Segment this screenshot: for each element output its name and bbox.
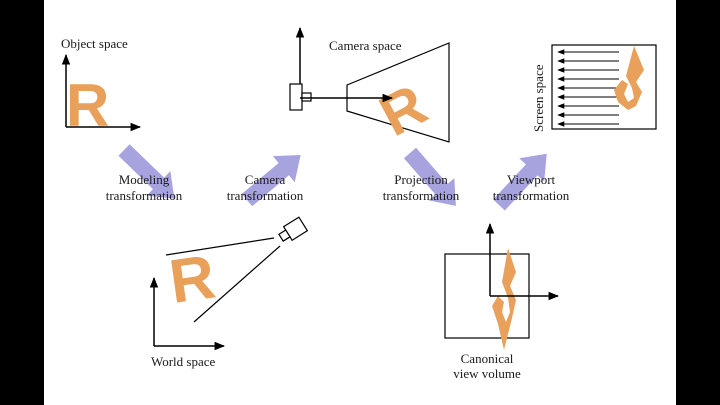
canonical-label-line2: view volume — [453, 366, 521, 381]
canonical-label-line1: Canonical — [460, 351, 514, 366]
object-space-label: Object space — [61, 36, 128, 51]
camera-transform-label-line2: transformation — [226, 188, 304, 203]
screen-distorted-glyph — [614, 46, 644, 110]
camera-space-label: Camera space — [329, 38, 402, 53]
camera-arrow — [241, 155, 301, 207]
viewport-arrow — [493, 153, 547, 211]
transformation-arrows — [118, 144, 547, 211]
screen-frame — [551, 44, 657, 130]
object-space-glyph: R — [66, 72, 109, 139]
world-space-glyph: R — [165, 242, 219, 317]
projection-transform-label-line2: transformation — [382, 188, 460, 203]
projection-arrow — [403, 147, 456, 206]
diagram-canvas: R R — [44, 0, 676, 405]
canonical-panel — [444, 222, 560, 350]
diagram-svg: R R — [61, 26, 657, 351]
camera-body-icon — [289, 83, 303, 111]
view-frustum — [346, 42, 450, 143]
modeling-transform-label-line2: transformation — [105, 188, 183, 203]
world-camera-icon — [278, 216, 309, 242]
canonical-distorted-glyph — [492, 248, 516, 350]
modeling-transform-label-line1: Modeling — [118, 172, 170, 187]
camera-transform-label-line1: Camera — [244, 172, 286, 187]
modeling-arrow — [118, 144, 175, 199]
world-space-label: World space — [151, 354, 216, 369]
screen-space-label: Screen space — [531, 64, 546, 133]
projection-transform-label-line1: Projection — [394, 172, 448, 187]
scanline-arrows — [557, 49, 619, 127]
camera-lens-icon — [301, 92, 312, 102]
screen-space-panel — [551, 44, 657, 130]
viewport-transform-label-line2: transformation — [492, 188, 570, 203]
frustum-edge-bottom — [193, 245, 281, 323]
object-space-panel: R — [61, 53, 142, 139]
viewport-transform-label-line1: Viewport — [506, 172, 556, 187]
frustum-edge-top — [165, 237, 275, 256]
world-space-panel: R — [149, 216, 309, 351]
